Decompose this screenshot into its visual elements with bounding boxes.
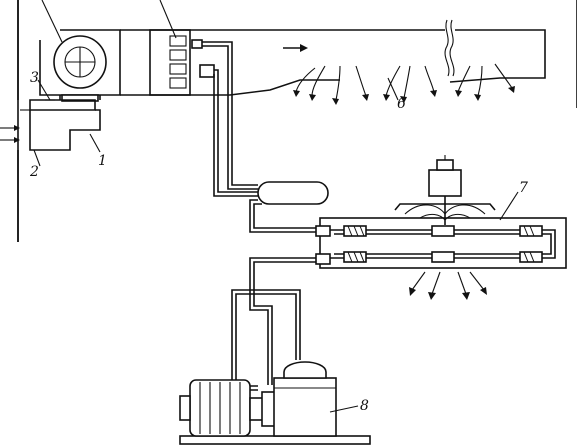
label-8: 8 [360,398,369,414]
label-leaders [33,0,519,413]
label-6: 6 [397,96,406,112]
label-2: 2 [29,164,39,180]
room-wall [17,0,577,242]
air-handler-housing [149,29,215,96]
condenser-arrows [409,271,487,300]
air-duct [120,19,546,96]
label-1: 1 [98,153,107,169]
compressor-unit [179,361,371,445]
air-outlet-arrows [293,63,515,105]
label-3: 3 [30,70,39,86]
condenser-unit [315,217,567,269]
air-intake-unit [0,99,101,151]
blower-fan [39,29,121,102]
condenser-fan [394,155,496,225]
receiver-tank [257,181,329,205]
labels: 3 2 1 6 7 8 [29,70,528,414]
label-7: 7 [519,180,528,196]
